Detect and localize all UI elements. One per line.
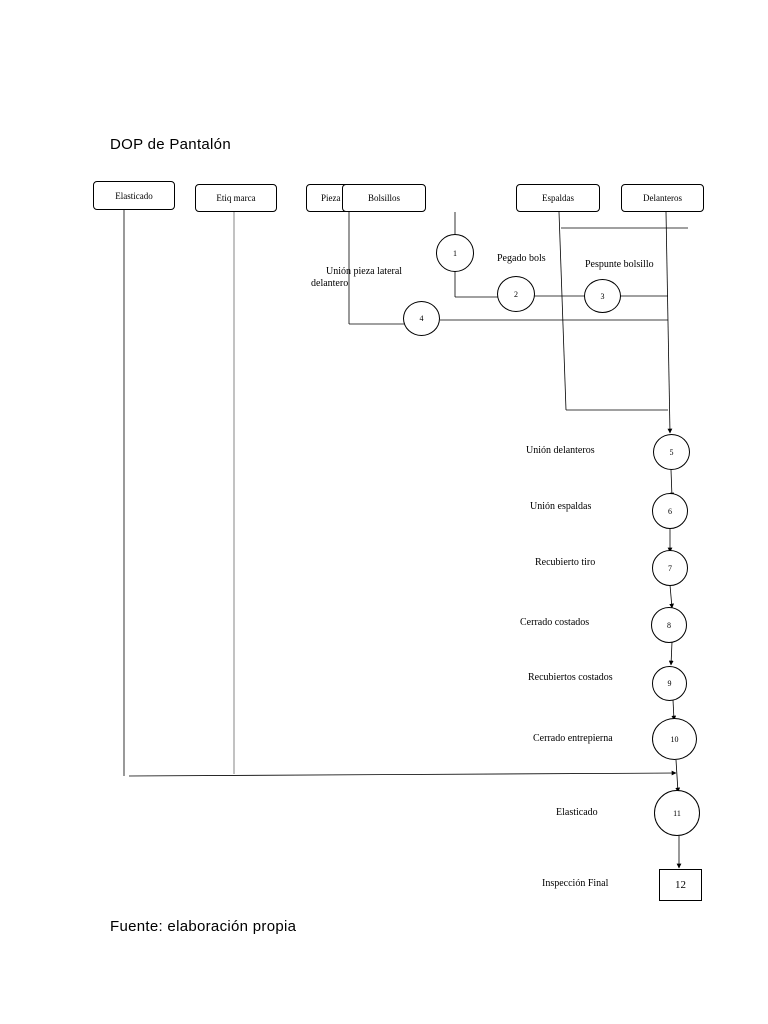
op-label-2: Pegado bols: [497, 253, 546, 264]
material-label-espaldas: Espaldas: [542, 193, 574, 203]
material-label-pieza: Pieza: [321, 193, 341, 203]
inspection-number-12: 12: [675, 879, 686, 891]
operation-circle-2: 2: [497, 276, 535, 312]
material-label-etiq-marca: Etiq marca: [216, 193, 256, 203]
op-label-6: Unión espaldas: [530, 501, 592, 512]
operation-circle-7: 7: [652, 550, 688, 586]
page-title: DOP de Pantalón: [110, 136, 231, 153]
operation-circle-8: 8: [651, 607, 687, 643]
operation-circle-1: 1: [436, 234, 474, 272]
line-elasticado-join: [128, 770, 677, 777]
material-label-bolsillos: Bolsillos: [367, 193, 400, 203]
op-label-11: Elasticado: [556, 807, 598, 818]
line-10-11: [675, 759, 681, 793]
op-label-9: Recubiertos costados: [528, 672, 613, 683]
material-box-espaldas: Espaldas: [516, 184, 600, 212]
material-box-delanteros: Delanteros: [621, 184, 704, 212]
material-label-delanteros: Delanteros: [643, 193, 682, 203]
material-box-bolsillos: Bolsillos: [342, 184, 426, 212]
op-label-8: Cerrado costados: [520, 617, 590, 628]
operation-circle-4: 4: [403, 301, 440, 336]
line-7-8: [669, 584, 675, 609]
line-espaldas: [558, 211, 567, 411]
line-delanteros: [665, 211, 673, 434]
operation-number-4: 4: [419, 314, 424, 323]
line-8-9: [668, 641, 674, 666]
op-label-7: Recubierto tiro: [535, 557, 596, 568]
operation-number-6: 6: [668, 506, 672, 516]
operation-number-10: 10: [670, 734, 679, 744]
operation-number-3: 3: [600, 291, 605, 301]
operation-circle-6: 6: [652, 493, 688, 529]
operation-number-7: 7: [668, 563, 672, 573]
op-label-4: Unión pieza lateral: [326, 266, 403, 277]
operation-circle-9: 9: [652, 666, 687, 701]
material-box-etiq-marca: Etiq marca: [195, 184, 277, 212]
operation-number-8: 8: [667, 620, 671, 630]
operation-circle-10: 10: [652, 718, 697, 760]
operation-number-5: 5: [669, 447, 674, 457]
operation-number-2: 2: [514, 289, 518, 299]
operation-circle-11: 11: [654, 790, 700, 836]
material-label-elasticado: Elasticado: [115, 190, 153, 201]
inspection-label: Inspección Final: [542, 878, 609, 889]
operation-number-11: 11: [673, 808, 681, 818]
op-label-3: Pespunte bolsillo: [585, 259, 654, 270]
source-caption: Fuente: elaboración propia: [110, 918, 297, 935]
inspection-square-12: 12: [659, 869, 702, 901]
material-box-elasticado: Elasticado: [93, 181, 175, 210]
operation-number-9: 9: [667, 679, 672, 688]
line-9-10: [671, 699, 677, 721]
operation-number-1: 1: [453, 248, 457, 258]
op-label-5: Unión delanteros: [526, 445, 595, 456]
operation-circle-5: 5: [653, 434, 690, 470]
operation-circle-3: 3: [584, 279, 621, 313]
op-label-4-line2: delantero: [311, 278, 349, 289]
line-5-6: [669, 469, 675, 498]
op-label-10: Cerrado entrepierna: [533, 733, 613, 744]
